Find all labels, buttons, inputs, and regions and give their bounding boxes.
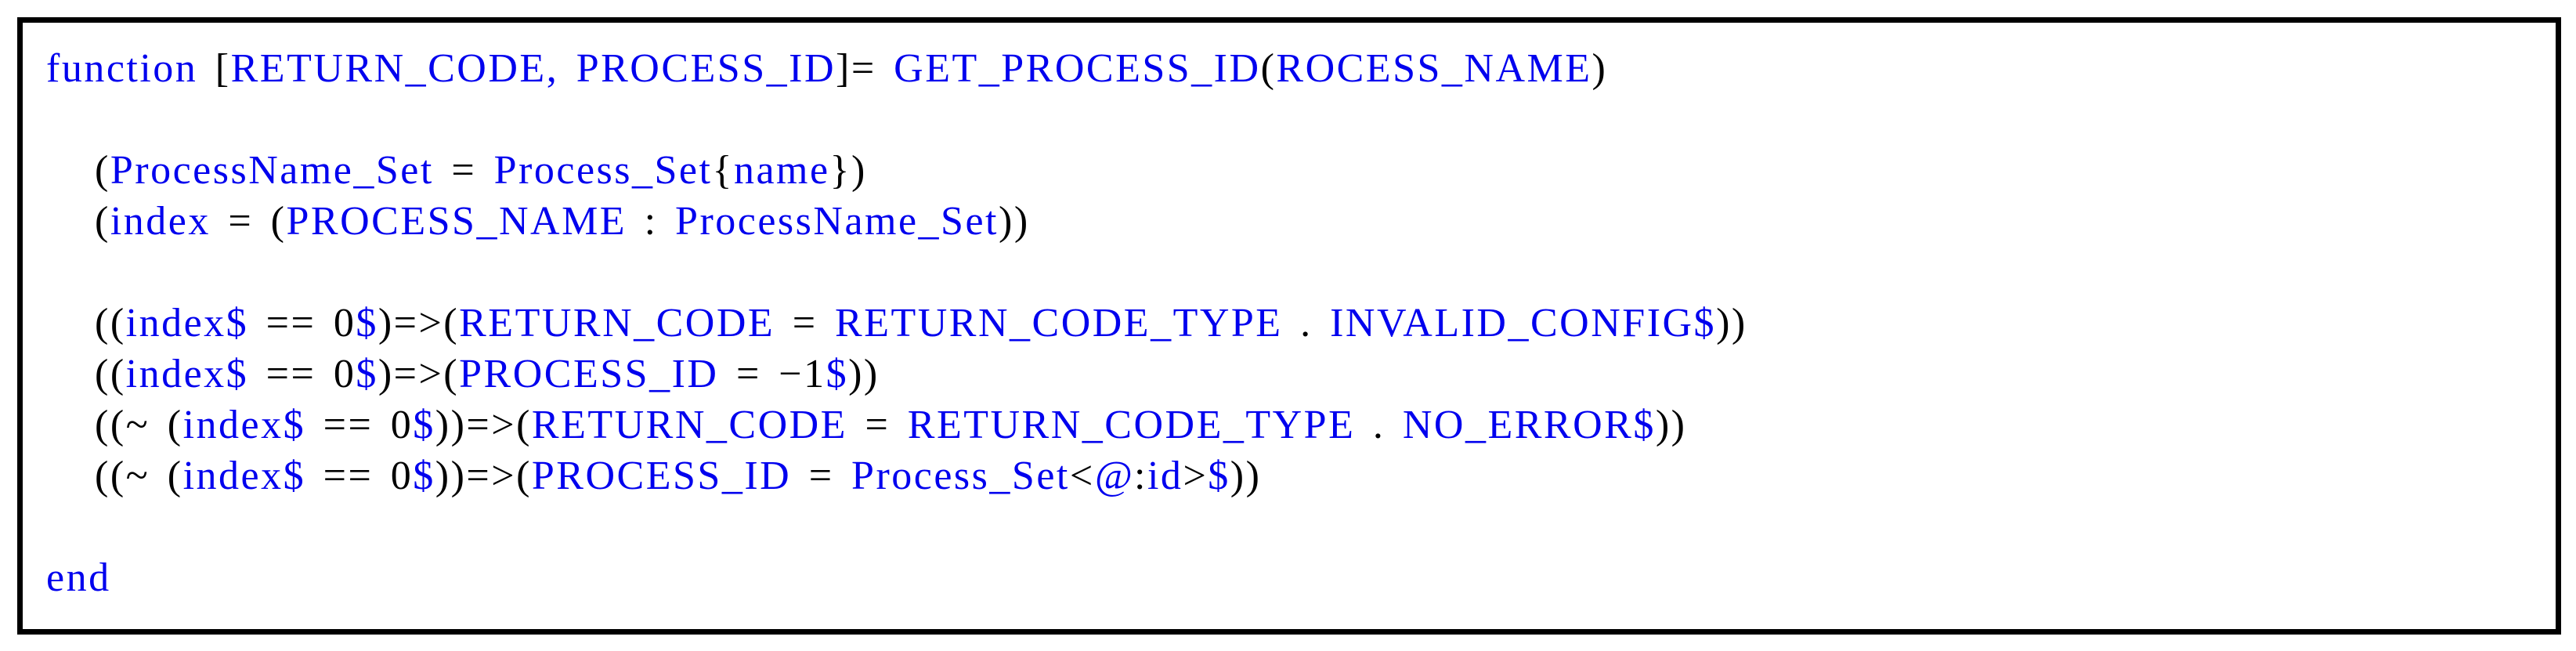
code-token: ==	[305, 403, 391, 447]
code-token: ((~ (	[95, 454, 183, 498]
code-token: =	[433, 148, 494, 193]
code-token: =	[847, 403, 908, 447]
code-token: INVALID_CONFIG$	[1330, 301, 1717, 345]
code-token: ProcessName_Set	[675, 199, 999, 244]
code-token: name	[733, 148, 830, 193]
code-token: >	[1183, 454, 1209, 498]
code-token: (	[95, 199, 110, 244]
code-token: $	[826, 352, 849, 396]
code-token: index$	[125, 352, 249, 396]
code-token: RETURN_CODE	[531, 403, 847, 447]
code-token: ))	[1716, 301, 1747, 345]
code-token: ,	[546, 46, 559, 91]
code-token: (	[95, 148, 110, 193]
code-line: ((~ (index$ == 0$))=>(PROCESS_ID = Proce…	[95, 450, 2548, 501]
code-token: )	[1591, 46, 1608, 91]
code-token: GET_PROCESS_ID	[894, 46, 1261, 91]
code-line: ((index$ == 0$)=>(RETURN_CODE = RETURN_C…	[95, 298, 2548, 349]
code-token: )=>(	[378, 301, 460, 345]
code-token: RETURN_CODE_TYPE	[835, 301, 1283, 345]
code-line: (ProcessName_Set = Process_Set{name})	[95, 145, 2548, 196]
code-listing-frame: function [RETURN_CODE, PROCESS_ID]= GET_…	[17, 17, 2561, 635]
code-token: ]=	[836, 46, 894, 91]
code-token	[558, 46, 576, 91]
code-token: ))	[848, 352, 880, 396]
code-token: RETURN_CODE	[230, 46, 547, 91]
code-token: (	[1260, 46, 1277, 91]
code-token: $	[413, 403, 435, 447]
code-line: ((~ (index$ == 0$))=>(RETURN_CODE = RETU…	[95, 400, 2548, 450]
code-token: ==	[248, 301, 334, 345]
code-token: <	[1069, 454, 1095, 498]
code-token: =	[791, 454, 852, 498]
code-token: ProcessName_Set	[110, 148, 434, 193]
code-line: function [RETURN_CODE, PROCESS_ID]= GET_…	[46, 43, 2548, 94]
code-token: PROCESS_ID	[531, 454, 792, 498]
code-token: )=>(	[378, 352, 460, 396]
code-token: ((~ (	[95, 403, 183, 447]
code-token: @	[1094, 454, 1135, 498]
code-token: ==	[305, 454, 391, 498]
code-token: ))=>(	[435, 403, 532, 447]
code-token: {	[712, 148, 734, 193]
code-line	[46, 247, 2548, 298]
code-token: =	[775, 301, 836, 345]
code-token: ((	[95, 352, 126, 396]
code-token: end	[46, 555, 111, 600]
code-token: ))	[1655, 403, 1687, 447]
code-token: RETURN_CODE_TYPE	[907, 403, 1356, 447]
code-token: index	[110, 199, 211, 244]
code-token: id	[1147, 454, 1183, 498]
code-token: −1	[779, 352, 826, 396]
code-token: 0	[333, 352, 356, 396]
code-token: .	[1355, 403, 1403, 447]
code-line: (index = (PROCESS_NAME : ProcessName_Set…	[95, 196, 2548, 247]
code-token: index$	[182, 454, 306, 498]
code-token: $	[1208, 454, 1230, 498]
code-listing: function [RETURN_CODE, PROCESS_ID]= GET_…	[46, 43, 2548, 603]
code-token: :	[627, 199, 676, 244]
code-line: end	[46, 552, 2548, 603]
code-token: index$	[125, 301, 249, 345]
code-token: ))=>(	[435, 454, 532, 498]
code-token: $	[356, 301, 378, 345]
code-token: = (	[210, 199, 287, 244]
code-token: ROCESS_NAME	[1276, 46, 1592, 91]
code-token: NO_ERROR$	[1402, 403, 1656, 447]
code-token: ((	[95, 301, 126, 345]
code-token: ))	[999, 199, 1030, 244]
code-token: index$	[182, 403, 306, 447]
code-token: [	[197, 46, 231, 91]
code-token: Process_Set	[493, 148, 713, 193]
code-token: })	[829, 148, 867, 193]
code-token: $	[413, 454, 435, 498]
code-token: ==	[248, 352, 334, 396]
code-token: =	[718, 352, 779, 396]
code-token: ))	[1230, 454, 1262, 498]
code-token: RETURN_CODE	[459, 301, 775, 345]
code-token: PROCESS_NAME	[286, 199, 627, 244]
code-token: Process_Set	[851, 454, 1070, 498]
code-line	[46, 94, 2548, 145]
code-token: $	[356, 352, 378, 396]
code-line: ((index$ == 0$)=>(PROCESS_ID = −1$))	[95, 349, 2548, 400]
code-token: .	[1282, 301, 1331, 345]
code-token: PROCESS_ID	[459, 352, 719, 396]
code-token: PROCESS_ID	[576, 46, 836, 91]
code-token: :	[1134, 454, 1147, 498]
code-token: function	[46, 46, 198, 91]
code-token: 0	[333, 301, 356, 345]
code-token: 0	[390, 403, 414, 447]
code-line	[46, 501, 2548, 552]
code-token: 0	[390, 454, 414, 498]
